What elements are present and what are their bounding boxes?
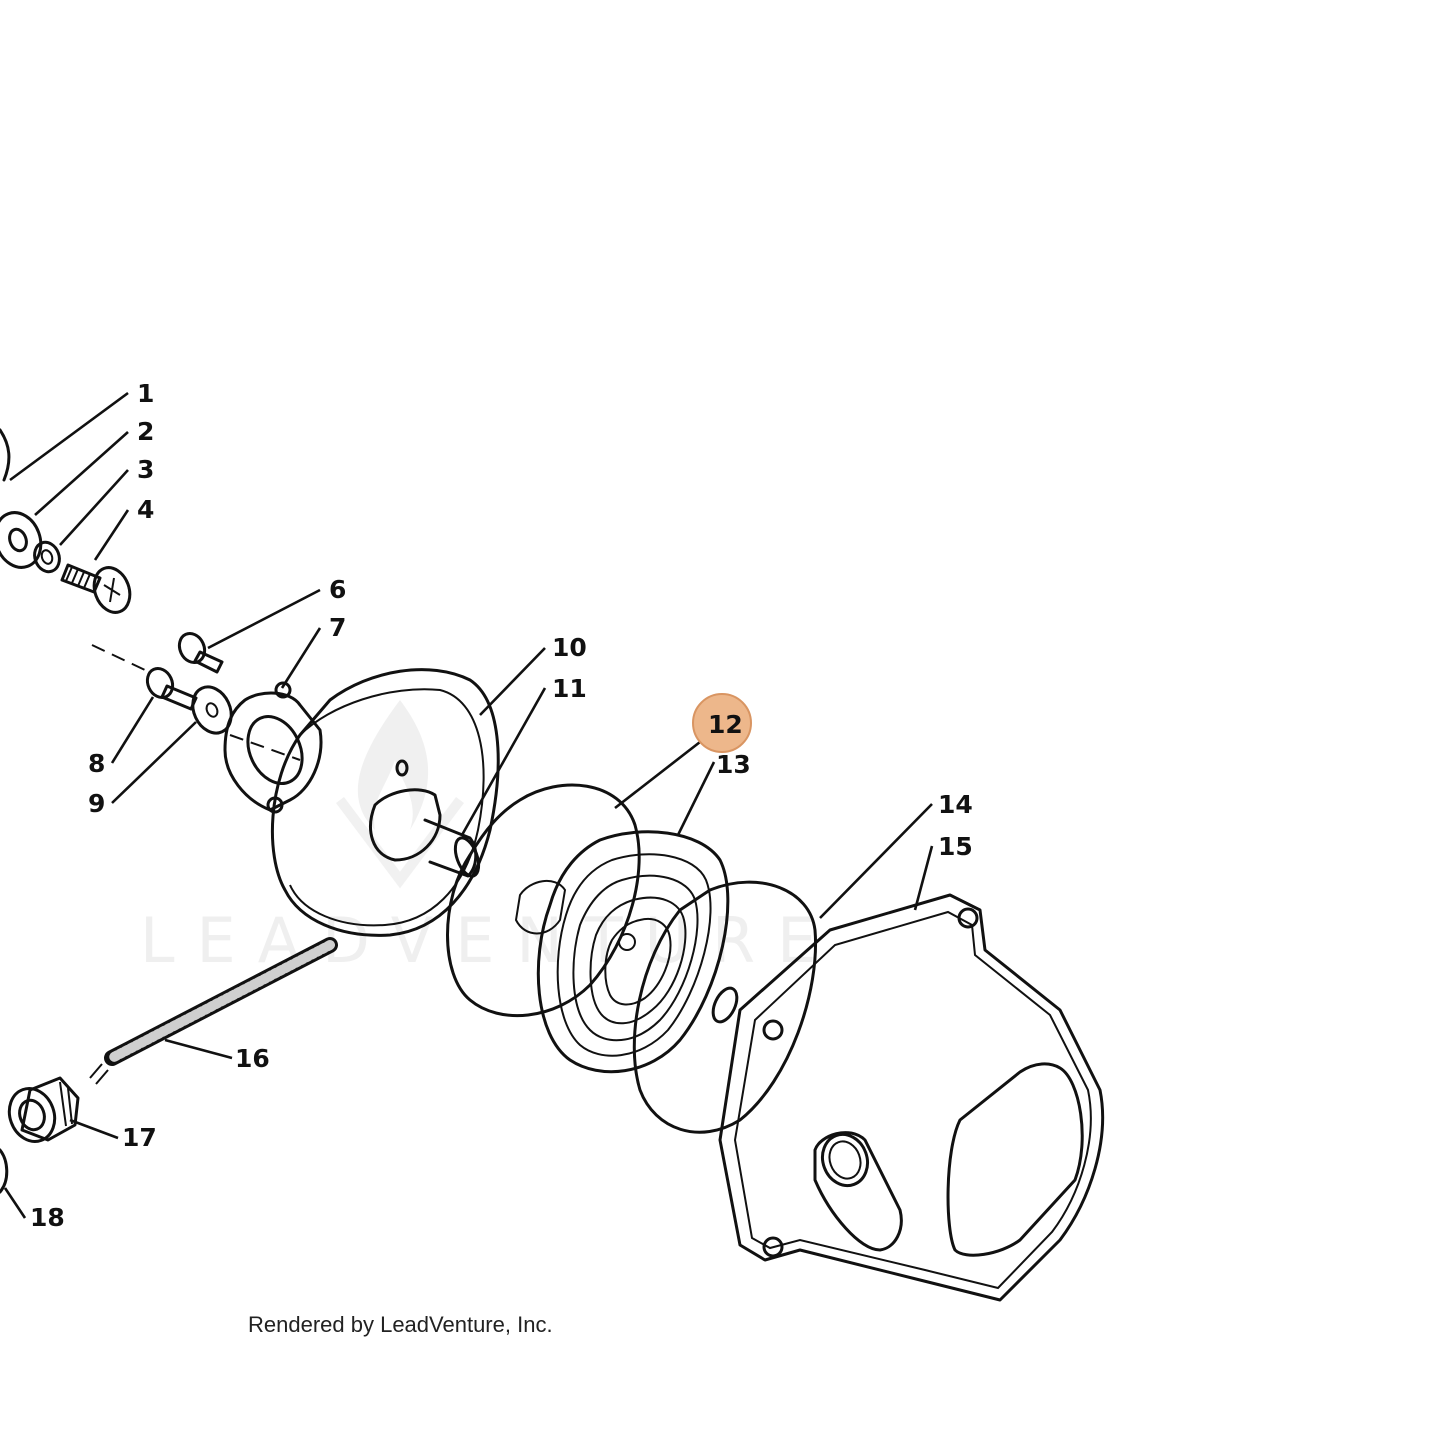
flame-logo-icon — [357, 700, 429, 830]
callout-labels: 1 2 3 4 6 7 8 9 10 11 12 13 14 15 16 17 … — [30, 379, 973, 1232]
callout-8[interactable]: 8 — [88, 749, 105, 778]
part-10-housing — [270, 668, 500, 937]
part-15-cover — [718, 893, 1105, 1302]
part-1-housing-edge — [0, 428, 11, 482]
callout-6[interactable]: 6 — [329, 575, 346, 604]
part-3-lock-washer — [33, 540, 61, 574]
part-13-spring — [536, 830, 730, 1074]
callout-11[interactable]: 11 — [552, 674, 587, 703]
callout-3[interactable]: 3 — [137, 455, 154, 484]
part-12-disc — [446, 783, 641, 1018]
part-6-screw — [177, 631, 224, 674]
callout-1[interactable]: 1 — [137, 379, 154, 408]
part-8-screw — [145, 666, 198, 711]
leader-lines — [3, 391, 934, 1219]
part-18-washer-edge — [0, 1148, 9, 1194]
watermark-text: LEADVENTURE — [140, 904, 838, 977]
part-16-cable — [89, 937, 338, 1085]
callout-4[interactable]: 4 — [137, 495, 154, 524]
callout-14[interactable]: 14 — [938, 790, 973, 819]
callout-10[interactable]: 10 — [552, 633, 587, 662]
callout-12-highlight — [692, 693, 752, 753]
watermark: LEADVENTURE — [140, 700, 838, 977]
part-7-plate — [223, 681, 323, 814]
callout-16[interactable]: 16 — [235, 1044, 270, 1073]
callout-17[interactable]: 17 — [122, 1123, 157, 1152]
part-4-screw — [60, 563, 132, 614]
center-axis-line — [91, 644, 301, 761]
callout-12[interactable]: 12 — [708, 710, 743, 739]
part-17-nut — [7, 1076, 80, 1143]
callout-18[interactable]: 18 — [30, 1203, 65, 1232]
part-9-washer — [191, 685, 233, 735]
callout-9[interactable]: 9 — [88, 789, 105, 818]
callout-13[interactable]: 13 — [716, 750, 751, 779]
rendered-by-credit: Rendered by LeadVenture, Inc. — [248, 1312, 553, 1337]
callout-15[interactable]: 15 — [938, 832, 973, 861]
part-2-washer — [0, 511, 43, 569]
part-14-disc — [632, 880, 818, 1134]
callout-2[interactable]: 2 — [137, 417, 154, 446]
callout-7[interactable]: 7 — [329, 613, 346, 642]
